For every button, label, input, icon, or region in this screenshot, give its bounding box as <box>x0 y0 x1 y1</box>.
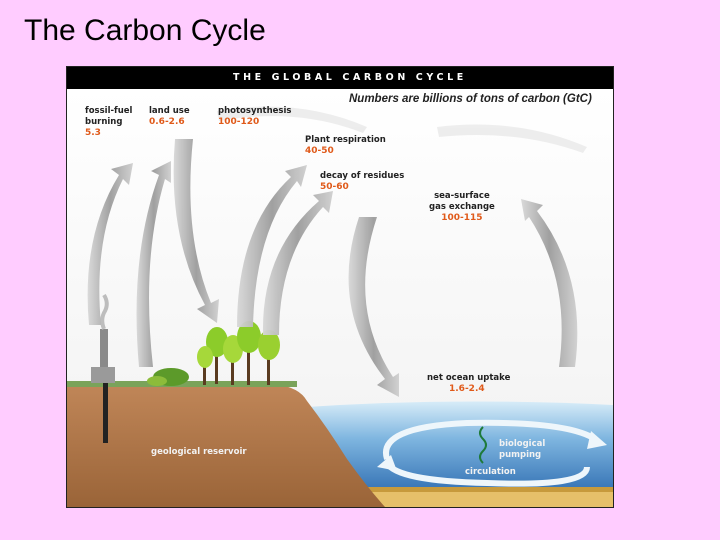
circulation-loop <box>377 419 607 487</box>
plant-respiration-arrow <box>237 165 307 327</box>
decay-arrow <box>262 191 333 335</box>
tree <box>206 327 228 384</box>
factory-smokestack <box>91 293 115 443</box>
diagram-banner: THE GLOBAL CARBON CYCLE <box>67 67 613 89</box>
land-use-label: land use 0.6-2.6 <box>149 106 190 127</box>
diagram-artwork <box>67 89 613 507</box>
flux-arrows <box>87 106 587 397</box>
tree <box>197 346 213 385</box>
photosynthesis-arrow <box>173 139 219 323</box>
tree <box>258 330 280 385</box>
bush <box>147 376 167 386</box>
plant-respiration-label: Plant respiration 40-50 <box>305 135 386 156</box>
decay-label: decay of residues 50-60 <box>320 171 405 192</box>
vegetation <box>147 321 280 386</box>
diagram-subtitle: Numbers are billions of tons of carbon (… <box>349 93 592 105</box>
biological-pumping-icon <box>479 426 487 464</box>
slide-title: The Carbon Cycle <box>24 14 266 47</box>
ocean-uptake-label: net ocean uptake 1.6-2.4 <box>427 373 511 394</box>
sea-floor-edge <box>367 487 613 492</box>
tree <box>237 321 261 385</box>
circulation-label: circulation <box>465 467 516 477</box>
sea-surface-label: sea-surface gas exchange 100-115 <box>429 191 495 223</box>
fossil-fuel-label: fossil-fuel burning 5.3 <box>85 106 133 138</box>
photosynthesis-label: photosynthesis 100-120 <box>218 106 292 127</box>
land-soil <box>67 385 385 507</box>
geological-reservoir-label: geological reservoir <box>151 447 247 457</box>
biological-pumping-label: biological pumping <box>499 439 546 460</box>
sea-surface-arrow <box>521 199 578 367</box>
ocean-uptake-arrow <box>348 217 399 397</box>
land-use-arrow <box>136 161 171 367</box>
carbon-cycle-diagram: THE GLOBAL CARBON CYCLE Numbers are bill… <box>66 66 614 508</box>
fossil-fuel-arrow <box>87 163 133 325</box>
